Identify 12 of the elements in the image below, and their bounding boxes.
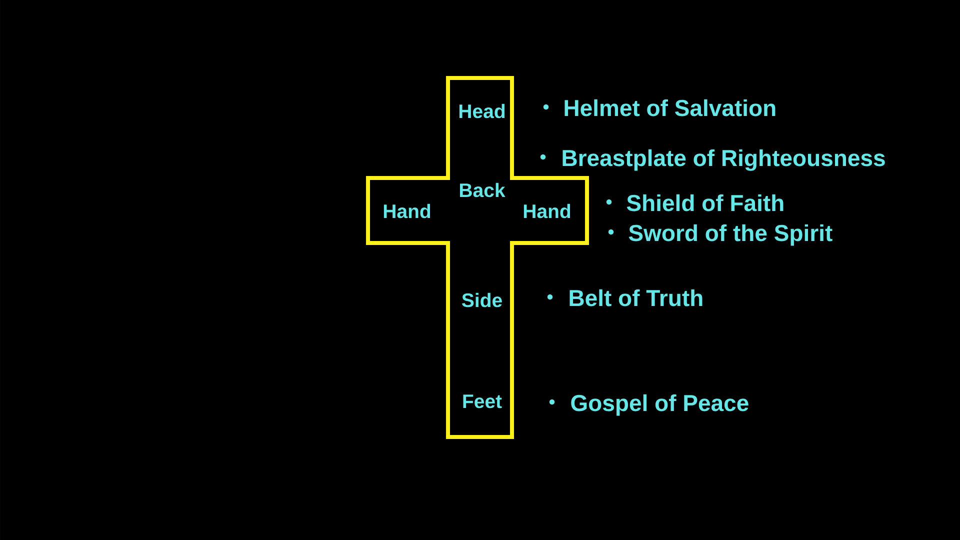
list-item: Gospel of Peace xyxy=(571,394,748,416)
list-item: Breastplate of Righteousness xyxy=(562,149,885,171)
body-part-label: Hand xyxy=(384,204,430,218)
body-part-label: Hand xyxy=(524,204,570,218)
body-part-label: Head xyxy=(459,104,505,118)
body-part-label: Back xyxy=(460,182,506,198)
list-item: Belt of Truth xyxy=(570,289,702,306)
body-part-label: Side xyxy=(462,292,502,308)
list-item: Helmet of Salvation xyxy=(564,99,776,116)
body-part-label: Feet xyxy=(463,394,502,408)
list-item: Shield of Faith xyxy=(626,194,784,212)
list-item: Sword of the Spirit xyxy=(628,224,832,246)
